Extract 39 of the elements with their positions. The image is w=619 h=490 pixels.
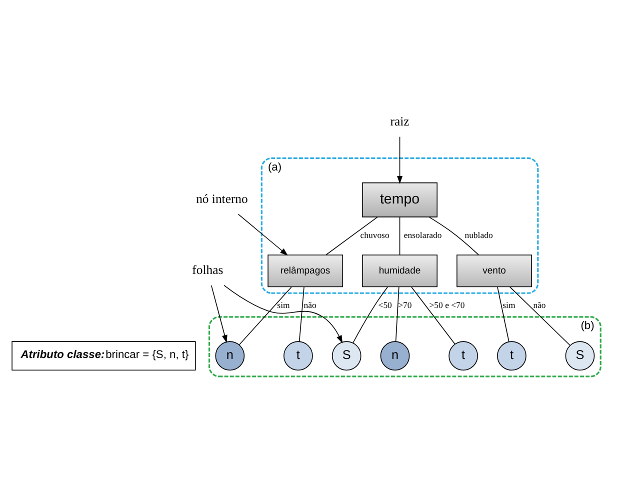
node-circle: n — [380, 340, 410, 370]
edge-label: ensolarado — [404, 230, 442, 240]
edge-label: >70 — [398, 300, 412, 310]
node-circle: S — [565, 340, 595, 370]
node-text: raiz — [390, 114, 410, 128]
connector — [509, 286, 570, 346]
edge-label: sim — [502, 300, 516, 310]
connector — [326, 216, 378, 255]
connector — [352, 286, 388, 343]
node-circle: t — [497, 340, 526, 370]
node-text: folhas — [192, 262, 224, 276]
connector — [395, 286, 400, 342]
node-circle: n — [215, 340, 245, 370]
node-box: Atributo classe:brincar = {S, n, t} — [12, 340, 196, 370]
node-box: humidade — [362, 254, 438, 287]
connector — [399, 216, 400, 255]
connector — [238, 286, 292, 345]
node-text: nó interno — [196, 191, 248, 206]
edge-label: nublado — [464, 230, 493, 240]
edge-label: sim — [277, 300, 290, 310]
node-circle: t — [448, 340, 478, 370]
edge-label: não — [533, 300, 546, 310]
edge-label: <50 — [378, 300, 392, 310]
edge-label: >50 e <70 — [429, 300, 465, 310]
arrow — [397, 136, 403, 184]
node-box: tempo — [362, 182, 438, 217]
node-box: relâmpagos — [268, 254, 344, 287]
connector — [497, 286, 510, 342]
node-circle: S — [332, 340, 362, 370]
node-circle: t — [284, 340, 313, 370]
connector — [411, 286, 456, 344]
arrow — [210, 284, 228, 342]
connector — [428, 216, 480, 255]
connector — [298, 286, 304, 342]
arrow — [238, 213, 288, 256]
edge-label: chuvoso — [360, 230, 390, 240]
arrow — [224, 284, 343, 343]
edge-label: não — [304, 300, 316, 310]
node-box: vento — [456, 254, 532, 287]
